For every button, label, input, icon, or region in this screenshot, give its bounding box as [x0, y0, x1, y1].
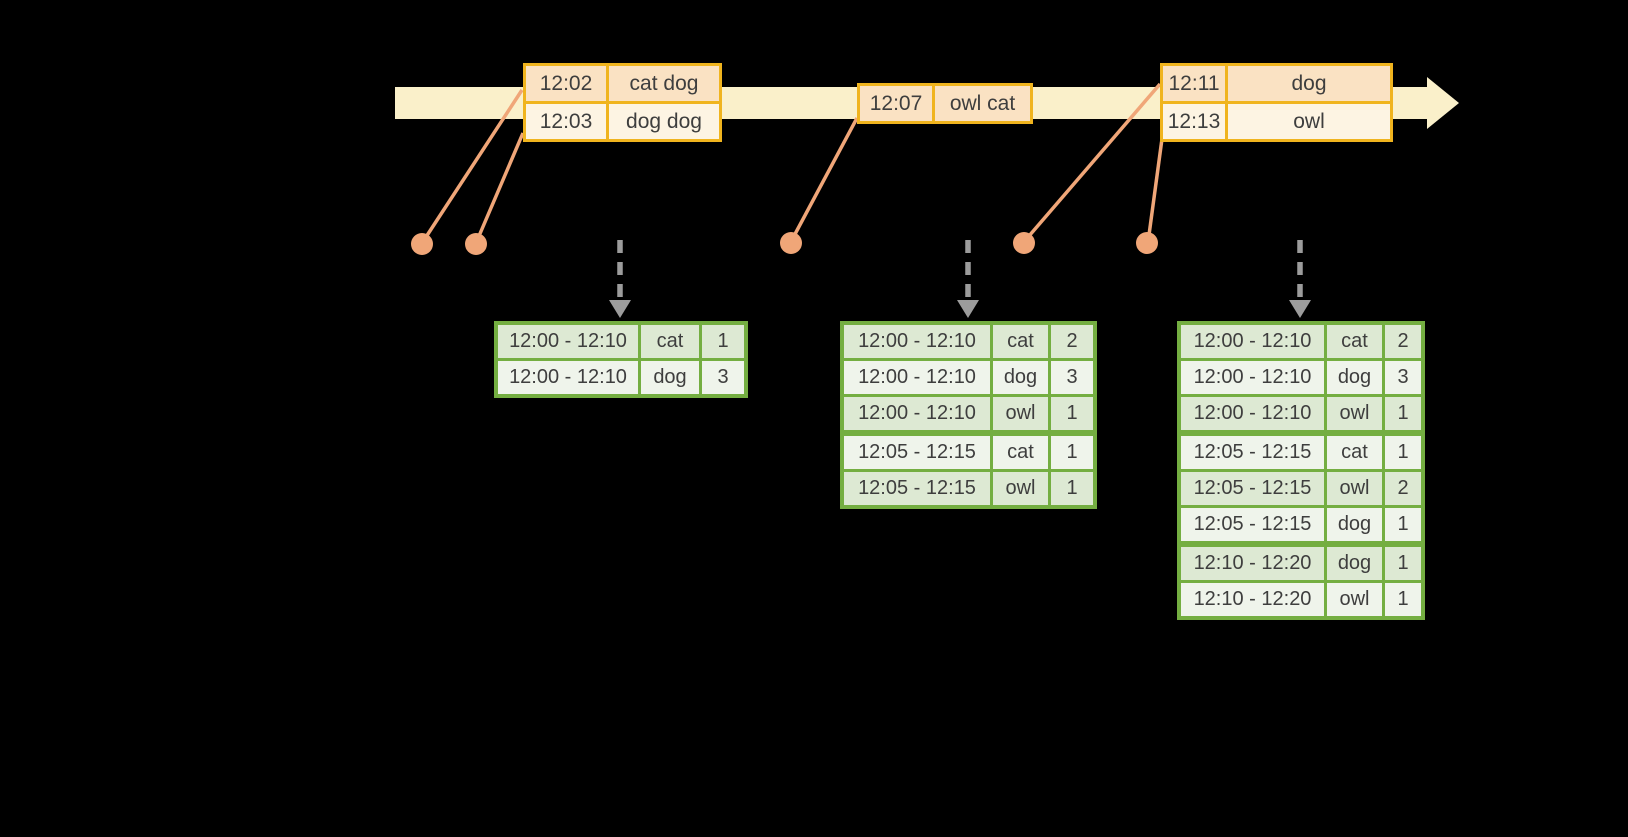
event-time: 12:02 [526, 66, 606, 101]
result-count: 1 [1048, 436, 1093, 469]
result-window: 12:00 - 12:10 [1181, 397, 1324, 430]
connector-line-1203 [477, 132, 525, 237]
result-row: 12:00 - 12:10 cat 2 [844, 325, 1093, 358]
result-window: 12:00 - 12:10 [844, 325, 990, 358]
trigger-arrow-2-head-icon [957, 300, 979, 318]
event-row: 12:11 dog [1163, 66, 1390, 101]
result-row: 12:00 - 12:10 owl 1 [1181, 394, 1421, 430]
event-time: 12:03 [526, 104, 606, 139]
result-window: 12:00 - 12:10 [844, 397, 990, 430]
event-marker-dots [411, 232, 1158, 255]
event-table-1202-1203: 12:02 cat dog 12:03 dog dog [523, 63, 722, 142]
timeline-arrowhead-icon [1427, 77, 1459, 129]
event-connector-lines [424, 82, 1166, 238]
event-table-1207: 12:07 owl cat [857, 83, 1033, 124]
result-row: 12:05 - 12:15 cat 1 [1181, 430, 1421, 469]
event-words: owl cat [932, 86, 1030, 121]
result-window: 12:00 - 12:10 [1181, 361, 1324, 394]
result-table-2: 12:00 - 12:10 cat 2 12:00 - 12:10 dog 3 … [840, 321, 1097, 509]
event-dot-1207-icon [780, 232, 802, 254]
result-count: 1 [1382, 583, 1421, 616]
result-word: owl [1324, 583, 1382, 616]
connector-line-1202 [424, 89, 524, 238]
result-word: owl [1324, 397, 1382, 430]
event-table-1211-1213: 12:11 dog 12:13 owl [1160, 63, 1393, 142]
result-row: 12:05 - 12:15 owl 1 [844, 469, 1093, 505]
result-table-3: 12:00 - 12:10 cat 2 12:00 - 12:10 dog 3 … [1177, 321, 1425, 620]
result-count: 1 [1382, 547, 1421, 580]
event-dot-1203-icon [465, 233, 487, 255]
result-row: 12:10 - 12:20 owl 1 [1181, 580, 1421, 616]
result-row: 12:00 - 12:10 cat 2 [1181, 325, 1421, 358]
result-count: 2 [1382, 472, 1421, 505]
result-count: 1 [1382, 397, 1421, 430]
result-count: 1 [1382, 508, 1421, 541]
result-count: 2 [1048, 325, 1093, 358]
result-window: 12:10 - 12:20 [1181, 583, 1324, 616]
connector-line-1207 [792, 117, 859, 237]
result-row: 12:00 - 12:10 owl 1 [844, 394, 1093, 430]
result-count: 1 [1048, 472, 1093, 505]
result-window: 12:05 - 12:15 [1181, 508, 1324, 541]
result-count: 1 [1382, 436, 1421, 469]
result-window: 12:00 - 12:10 [498, 325, 638, 358]
event-words: cat dog [606, 66, 719, 101]
result-window: 12:00 - 12:10 [498, 361, 638, 394]
result-word: cat [1324, 436, 1382, 469]
result-window: 12:05 - 12:15 [844, 436, 990, 469]
result-table-1: 12:00 - 12:10 cat 1 12:00 - 12:10 dog 3 [494, 321, 748, 398]
result-word: cat [990, 325, 1048, 358]
result-row: 12:00 - 12:10 cat 1 [498, 325, 744, 358]
event-words: dog dog [606, 104, 719, 139]
result-word: dog [1324, 547, 1382, 580]
result-row: 12:00 - 12:10 dog 3 [498, 358, 744, 394]
result-row: 12:10 - 12:20 dog 1 [1181, 541, 1421, 580]
result-word: dog [990, 361, 1048, 394]
result-count: 3 [699, 361, 744, 394]
result-count: 1 [1048, 397, 1093, 430]
connector-line-1211 [1027, 82, 1162, 238]
event-dot-1202-icon [411, 233, 433, 255]
event-row: 12:03 dog dog [526, 101, 719, 139]
result-count: 1 [699, 325, 744, 358]
event-time: 12:13 [1163, 104, 1225, 139]
event-time: 12:11 [1163, 66, 1225, 101]
result-window: 12:05 - 12:15 [1181, 472, 1324, 505]
event-time: 12:07 [860, 86, 932, 121]
result-word: cat [990, 436, 1048, 469]
result-word: owl [990, 397, 1048, 430]
result-count: 3 [1382, 361, 1421, 394]
trigger-arrow-3-head-icon [1289, 300, 1311, 318]
result-count: 2 [1382, 325, 1421, 358]
event-row: 12:07 owl cat [860, 86, 1030, 121]
event-words: dog [1225, 66, 1390, 101]
result-row: 12:05 - 12:15 dog 1 [1181, 505, 1421, 541]
result-word: cat [1324, 325, 1382, 358]
result-word: dog [638, 361, 699, 394]
result-row: 12:00 - 12:10 dog 3 [844, 358, 1093, 394]
trigger-arrows [609, 240, 1311, 318]
result-word: dog [1324, 361, 1382, 394]
result-window: 12:00 - 12:10 [844, 361, 990, 394]
event-dot-1211-icon [1013, 232, 1035, 254]
result-word: dog [1324, 508, 1382, 541]
result-row: 12:05 - 12:15 cat 1 [844, 430, 1093, 469]
result-word: cat [638, 325, 699, 358]
event-dot-1213-icon [1136, 232, 1158, 254]
event-row: 12:02 cat dog [526, 66, 719, 101]
result-window: 12:05 - 12:15 [1181, 436, 1324, 469]
event-row: 12:13 owl [1163, 101, 1390, 139]
result-word: owl [1324, 472, 1382, 505]
result-window: 12:10 - 12:20 [1181, 547, 1324, 580]
result-window: 12:00 - 12:10 [1181, 325, 1324, 358]
result-window: 12:05 - 12:15 [844, 472, 990, 505]
result-word: owl [990, 472, 1048, 505]
result-row: 12:05 - 12:15 owl 2 [1181, 469, 1421, 505]
connector-line-1213 [1147, 123, 1166, 236]
trigger-arrow-1-head-icon [609, 300, 631, 318]
event-words: owl [1225, 104, 1390, 139]
result-row: 12:00 - 12:10 dog 3 [1181, 358, 1421, 394]
result-count: 3 [1048, 361, 1093, 394]
